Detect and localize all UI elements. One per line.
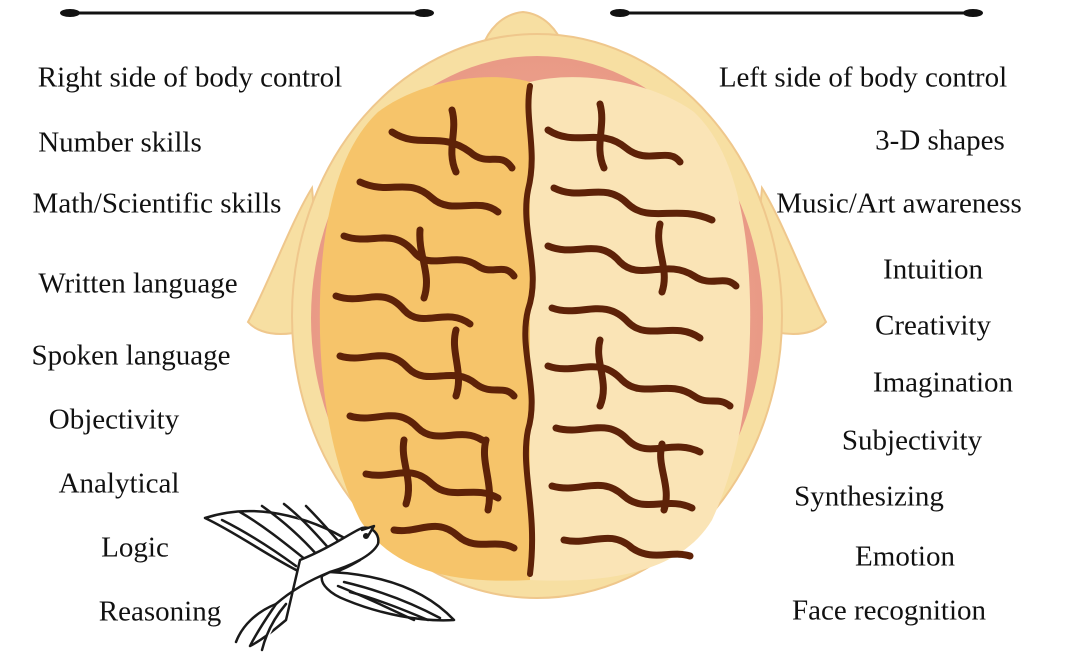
- left-label: Analytical: [59, 470, 180, 499]
- left-label: Right side of body control: [38, 64, 342, 93]
- right-label: Creativity: [875, 312, 991, 341]
- left-label: Number skills: [38, 129, 202, 158]
- right-label: 3-D shapes: [875, 127, 1005, 156]
- left-label: Spoken language: [32, 342, 231, 371]
- left-label: Math/Scientific skills: [33, 190, 282, 219]
- right-label: Face recognition: [792, 597, 986, 626]
- right-label: Imagination: [873, 369, 1013, 398]
- right-label: Music/Art awareness: [776, 190, 1022, 219]
- left-label: Objectivity: [49, 406, 179, 435]
- left-label: Logic: [101, 534, 169, 563]
- right-label: Emotion: [855, 543, 955, 572]
- left-label: Reasoning: [99, 598, 221, 627]
- left-label: Written language: [38, 270, 237, 299]
- left-top-divider: [60, 9, 434, 17]
- right-label: Synthesizing: [794, 483, 944, 512]
- right-label: Left side of body control: [719, 64, 1007, 93]
- right-top-divider: [610, 9, 983, 17]
- right-label: Subjectivity: [842, 427, 982, 456]
- right-label: Intuition: [883, 256, 983, 285]
- brain-left-hemisphere: [320, 77, 530, 581]
